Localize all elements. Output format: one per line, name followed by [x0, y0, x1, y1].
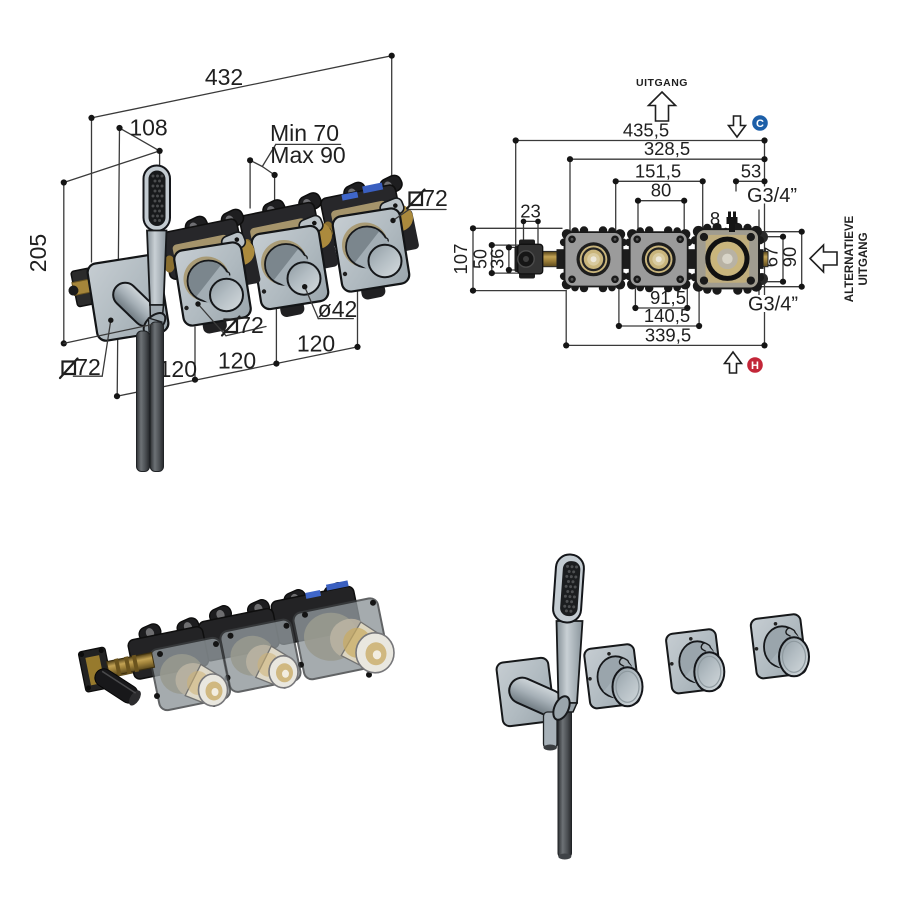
svg-text:328,5: 328,5	[644, 138, 690, 159]
svg-text:339,5: 339,5	[645, 324, 691, 345]
svg-text:ALTERNATIEVE: ALTERNATIEVE	[844, 215, 856, 302]
svg-text:120: 120	[159, 356, 197, 382]
svg-text:80: 80	[651, 180, 672, 201]
svg-text:120: 120	[297, 331, 335, 357]
svg-text:72: 72	[75, 354, 101, 380]
svg-text:90: 90	[779, 247, 800, 268]
svg-text:91,5: 91,5	[650, 287, 686, 308]
svg-text:UITGANG: UITGANG	[858, 232, 870, 285]
svg-text:53: 53	[741, 160, 762, 181]
svg-text:ø42: ø42	[318, 296, 358, 322]
svg-text:72: 72	[238, 312, 264, 338]
svg-text:23: 23	[520, 200, 541, 221]
svg-text:120: 120	[218, 348, 256, 374]
svg-text:8: 8	[710, 208, 720, 229]
svg-text:H: H	[751, 360, 759, 372]
svg-text:Min 70: Min 70	[270, 120, 339, 146]
svg-text:108: 108	[129, 115, 167, 141]
svg-text:G3/4”: G3/4”	[748, 294, 798, 316]
svg-text:UITGANG: UITGANG	[636, 77, 688, 89]
svg-text:205: 205	[25, 234, 51, 272]
svg-text:50: 50	[471, 249, 491, 269]
svg-text:432: 432	[205, 64, 243, 90]
svg-text:107: 107	[450, 244, 471, 275]
svg-text:151,5: 151,5	[635, 160, 681, 181]
svg-text:Max 90: Max 90	[270, 142, 345, 168]
svg-text:72: 72	[422, 185, 448, 211]
svg-text:140,5: 140,5	[644, 305, 690, 326]
svg-text:435,5: 435,5	[623, 120, 669, 141]
svg-text:C: C	[756, 118, 764, 130]
svg-text:36: 36	[488, 249, 508, 269]
svg-text:G3/4”: G3/4”	[747, 185, 797, 207]
